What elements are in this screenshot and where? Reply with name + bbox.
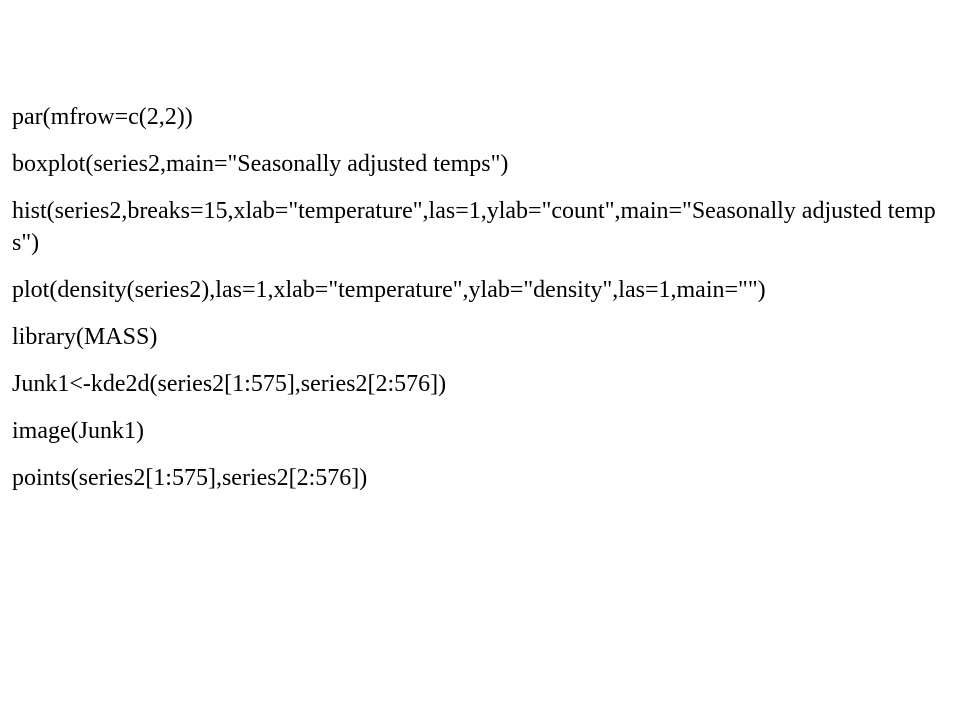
code-line-library: library(MASS): [12, 324, 158, 350]
code-line-hist: hist(series2,breaks=15,xlab="temperature…: [12, 198, 936, 256]
code-line-plot-density: plot(density(series2),las=1,xlab="temper…: [12, 277, 766, 303]
code-block: par(mfrow=c(2,2)) boxplot(series2,main="…: [12, 101, 956, 509]
code-line-points: points(series2[1:575],series2[2:576]): [12, 465, 368, 491]
code-line-boxplot: boxplot(series2,main="Seasonally adjuste…: [12, 151, 509, 177]
code-line-image: image(Junk1): [12, 418, 144, 444]
code-line-kde2d: Junk1<-kde2d(series2[1:575],series2[2:57…: [12, 371, 447, 397]
code-line-par: par(mfrow=c(2,2)): [12, 104, 193, 130]
